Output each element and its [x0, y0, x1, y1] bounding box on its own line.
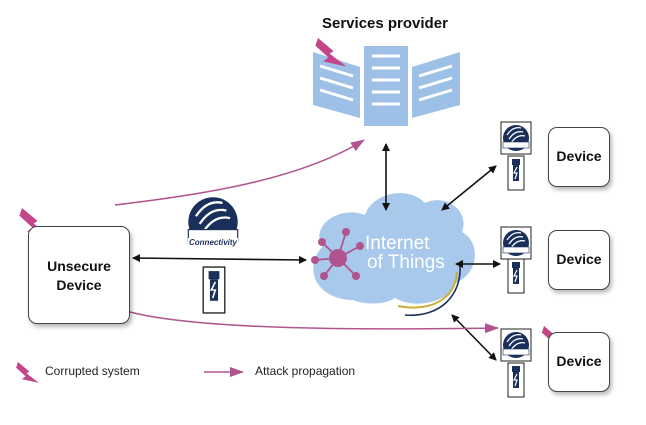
services-provider-title: Services provider — [322, 15, 448, 32]
iot-cloud-icon — [311, 193, 475, 316]
device-box-1: Device — [548, 127, 610, 187]
legend-attack-label: Attack propagation — [255, 364, 356, 378]
device-label-3: Device — [556, 353, 602, 369]
connections — [132, 143, 501, 361]
unsecure-device-box: Unsecure Device — [28, 226, 130, 324]
device-label-2: Device — [556, 251, 602, 267]
legend-bolt-icon — [16, 362, 39, 383]
wireless-badge-device-3 — [500, 328, 532, 362]
plug-icon — [202, 266, 226, 314]
plug-device-3 — [507, 362, 525, 398]
device-box-2: Device — [548, 230, 610, 290]
unsecure-device-label-line2: Device — [56, 277, 102, 293]
badge-label-line2: Connectivity — [188, 238, 239, 247]
plug-device-2 — [507, 258, 525, 294]
device-box-3: Device — [548, 332, 610, 392]
server-icon — [313, 46, 460, 126]
unsecure-device-label-line1: Unsecure — [47, 258, 111, 274]
legend-corrupted-label: Corrupted system — [45, 364, 140, 378]
badge-label-line1: Wireless — [190, 230, 221, 239]
wireless-badge-device-1 — [500, 121, 532, 155]
plug-device-1 — [507, 155, 525, 191]
device-label-1: Device — [556, 148, 602, 164]
wireless-badge-device-2 — [500, 226, 532, 260]
attack-paths — [114, 139, 499, 334]
iot-label-line1: Internet — [365, 233, 430, 254]
iot-label-line2: of Things — [367, 252, 445, 273]
